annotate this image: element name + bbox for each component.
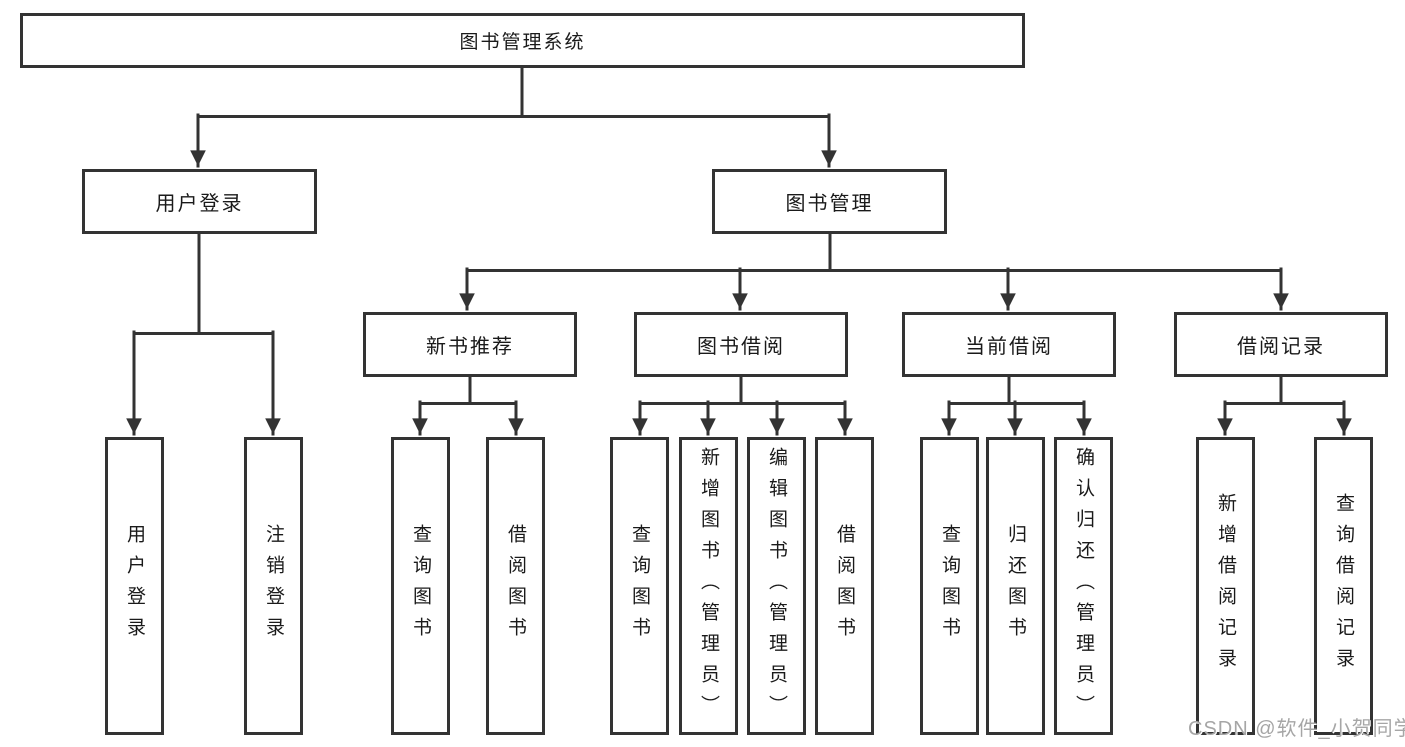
wire-borrowing-split (638, 375, 847, 405)
node-user-login: 用户登录 (82, 169, 317, 234)
node-borrow-books-recommend: 借阅图书 (486, 437, 545, 735)
node-search-books-recommend: 查询图书 (391, 437, 450, 735)
node-logout: 注销登录 (244, 437, 303, 735)
wire-records-split (1223, 375, 1346, 405)
node-edit-books-admin: 编辑图书（管理员） (747, 437, 806, 735)
node-search-borrow-record: 查询借阅记录 (1314, 437, 1373, 735)
node-add-books-admin: 新增图书（管理员） (679, 437, 738, 735)
node-confirm-return-admin: 确认归还（管理员） (1054, 437, 1113, 735)
csdn-watermark: CSDN @软件_小贺同学 (1188, 718, 1405, 740)
node-add-borrow-record: 新增借阅记录 (1196, 437, 1255, 735)
node-borrowing-records: 借阅记录 (1174, 312, 1388, 377)
node-library-system: 图书管理系统 (20, 13, 1025, 68)
wire-book-management-split (465, 232, 1283, 272)
wire-user-login-split (132, 232, 275, 335)
wire-root-split (196, 66, 831, 118)
node-login: 用户登录 (105, 437, 164, 735)
node-new-book-recommendation: 新书推荐 (363, 312, 577, 377)
node-book-management: 图书管理 (712, 169, 947, 234)
node-borrow-books-borrowing: 借阅图书 (815, 437, 874, 735)
node-current-borrowing: 当前借阅 (902, 312, 1116, 377)
node-search-books-current: 查询图书 (920, 437, 979, 735)
node-return-books: 归还图书 (986, 437, 1045, 735)
wire-current-split (947, 375, 1086, 405)
node-search-books-borrowing: 查询图书 (610, 437, 669, 735)
wire-new-book-split (418, 375, 518, 405)
node-book-borrowing: 图书借阅 (634, 312, 848, 377)
